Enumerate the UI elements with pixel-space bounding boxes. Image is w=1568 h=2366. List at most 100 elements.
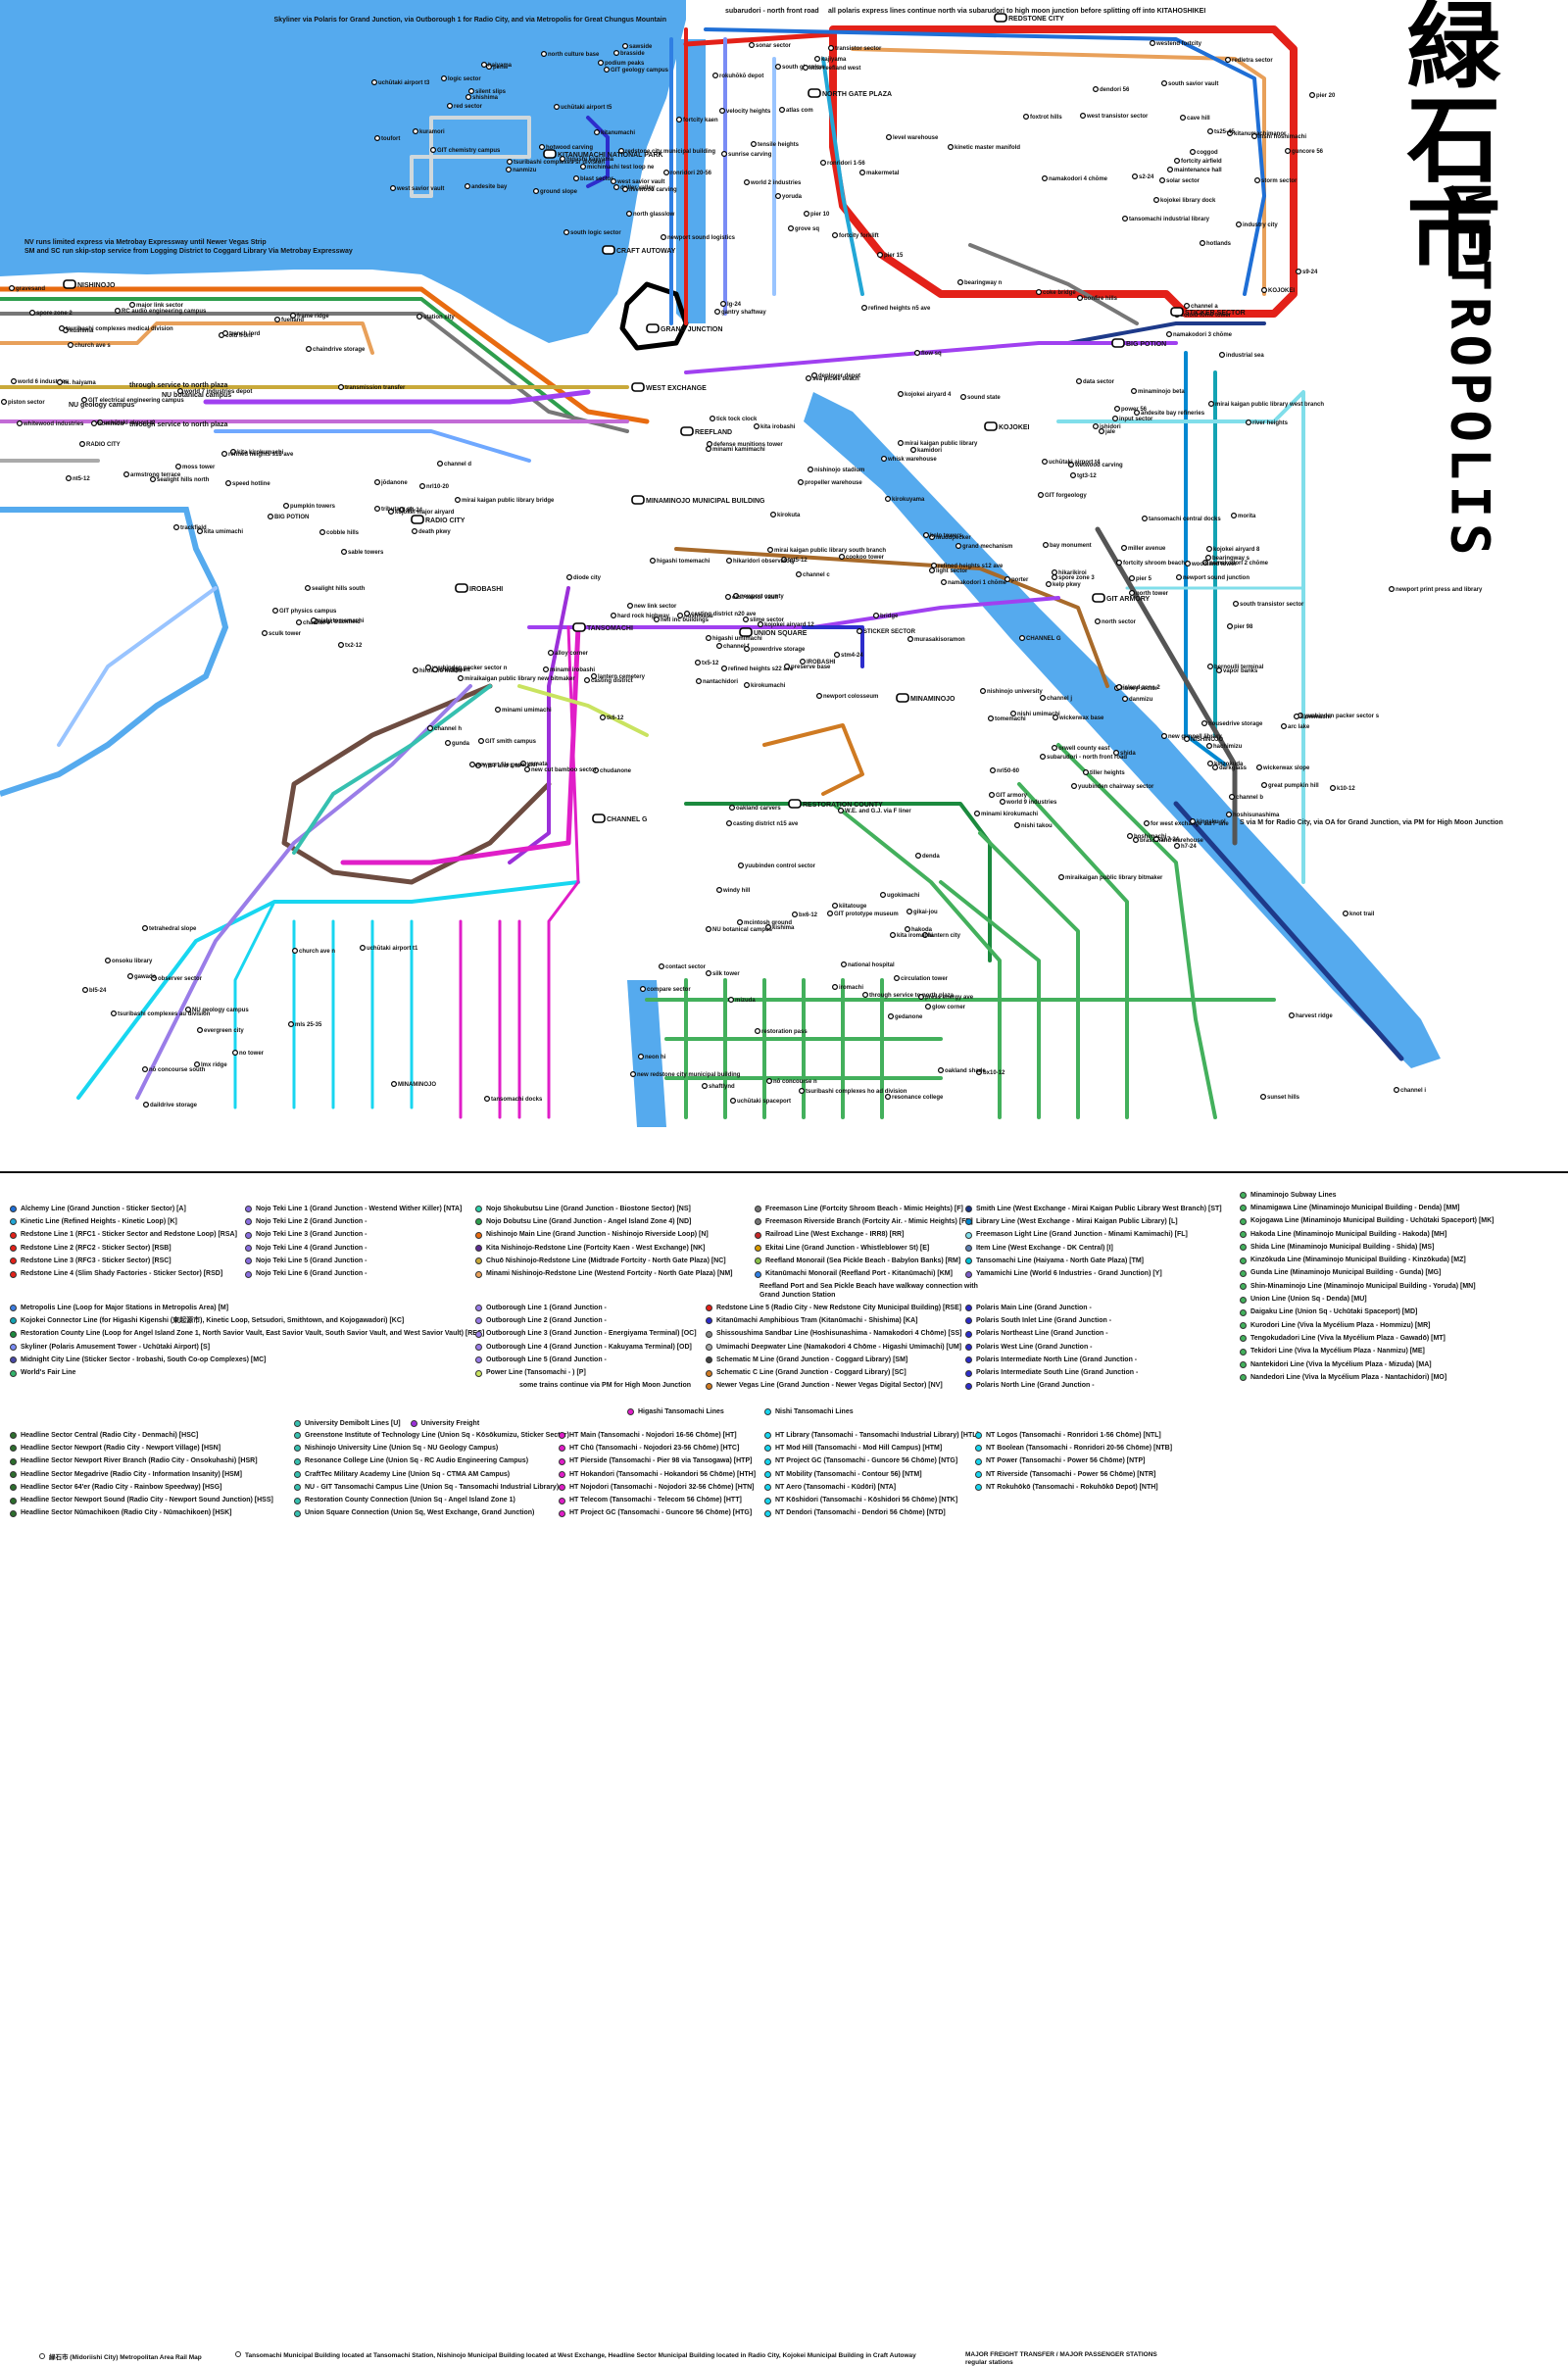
station-marker[interactable] [1013, 821, 1020, 828]
station-marker[interactable] [468, 87, 475, 94]
station-marker[interactable] [11, 378, 18, 385]
station-marker[interactable] [675, 116, 682, 123]
station-marker[interactable] [1207, 401, 1214, 408]
station-marker[interactable] [296, 618, 303, 625]
station-marker[interactable] [122, 471, 129, 478]
station-marker[interactable] [603, 66, 610, 73]
station-marker[interactable] [826, 910, 833, 916]
station-marker[interactable] [1284, 148, 1291, 155]
station-marker[interactable] [1092, 85, 1099, 92]
station-marker[interactable] [807, 467, 813, 473]
station-marker[interactable] [486, 63, 493, 70]
station-marker[interactable] [799, 658, 806, 665]
station-marker[interactable] [797, 479, 804, 486]
station-marker[interactable] [519, 760, 526, 766]
station-marker[interactable] [860, 305, 867, 312]
station-marker[interactable] [341, 548, 348, 555]
station-marker[interactable] [798, 1087, 805, 1094]
station-marker[interactable] [1132, 836, 1139, 843]
station-marker[interactable] [729, 1097, 736, 1104]
station-marker[interactable] [1206, 663, 1213, 669]
station-marker[interactable] [262, 629, 269, 636]
station-marker[interactable] [80, 397, 87, 404]
major-station-marker[interactable] [680, 426, 694, 436]
station-marker[interactable] [764, 923, 771, 930]
major-station-marker[interactable] [455, 583, 468, 593]
station-marker[interactable] [706, 441, 712, 448]
station-marker[interactable] [766, 546, 773, 553]
station-marker[interactable] [743, 645, 750, 652]
station-marker[interactable] [705, 634, 711, 641]
station-marker[interactable] [572, 175, 579, 182]
station-marker[interactable] [1152, 197, 1159, 204]
station-marker[interactable] [1232, 600, 1239, 607]
major-station-marker[interactable] [543, 149, 557, 159]
station-marker[interactable] [795, 570, 802, 577]
station-marker[interactable] [778, 106, 785, 113]
station-marker[interactable] [597, 59, 604, 66]
station-marker[interactable] [940, 578, 947, 585]
station-marker[interactable] [177, 388, 184, 395]
station-marker[interactable] [104, 957, 111, 963]
station-marker[interactable] [412, 527, 418, 534]
station-marker[interactable] [399, 506, 406, 513]
station-marker[interactable] [813, 55, 820, 62]
station-marker[interactable] [1260, 781, 1267, 788]
station-marker[interactable] [711, 72, 718, 78]
station-marker[interactable] [988, 791, 995, 798]
station-marker[interactable] [416, 314, 423, 320]
station-marker[interactable] [787, 225, 794, 232]
station-marker[interactable] [292, 947, 299, 954]
station-marker[interactable] [724, 593, 731, 600]
station-marker[interactable] [1184, 560, 1191, 567]
station-marker[interactable] [1113, 406, 1120, 413]
station-marker[interactable] [660, 234, 666, 241]
station-marker[interactable] [1092, 423, 1099, 430]
station-marker[interactable] [774, 63, 781, 70]
station-marker[interactable] [1160, 732, 1167, 739]
station-marker[interactable] [1189, 149, 1196, 156]
major-station-marker[interactable] [63, 279, 76, 289]
station-marker[interactable] [142, 924, 149, 931]
station-marker[interactable] [371, 78, 378, 85]
station-marker[interactable] [1051, 744, 1057, 751]
station-marker[interactable] [1133, 410, 1140, 417]
station-marker[interactable] [1128, 589, 1135, 596]
station-marker[interactable] [1067, 462, 1074, 468]
station-marker[interactable] [1173, 158, 1180, 165]
station-marker[interactable] [127, 972, 134, 979]
station-marker[interactable] [432, 665, 439, 672]
station-marker[interactable] [1228, 793, 1235, 800]
station-marker[interactable] [893, 974, 900, 981]
station-marker[interactable] [1018, 634, 1025, 641]
station-marker[interactable] [1094, 617, 1101, 624]
station-marker[interactable] [1166, 167, 1173, 173]
station-marker[interactable] [621, 186, 628, 193]
station-marker[interactable] [1041, 175, 1048, 182]
station-marker[interactable] [872, 612, 879, 618]
station-marker[interactable] [173, 523, 180, 530]
station-marker[interactable] [1057, 873, 1064, 880]
station-marker[interactable] [975, 1068, 982, 1075]
station-marker[interactable] [1218, 352, 1225, 359]
station-marker[interactable] [736, 918, 743, 925]
station-marker[interactable] [884, 496, 891, 503]
station-marker[interactable] [1165, 331, 1172, 338]
station-marker[interactable] [142, 1065, 149, 1072]
station-marker[interactable] [1204, 554, 1211, 561]
station-marker[interactable] [913, 350, 920, 357]
major-station-marker[interactable] [411, 515, 424, 524]
station-marker[interactable] [1126, 832, 1133, 839]
station-marker[interactable] [388, 508, 395, 515]
station-marker[interactable] [889, 931, 896, 938]
major-station-marker[interactable] [646, 323, 660, 333]
station-marker[interactable] [805, 375, 811, 382]
station-marker[interactable] [856, 627, 862, 634]
station-marker[interactable] [58, 325, 65, 332]
station-marker[interactable] [593, 129, 600, 136]
station-marker[interactable] [1076, 295, 1083, 302]
station-marker[interactable] [649, 557, 656, 564]
station-marker[interactable] [757, 620, 763, 627]
station-marker[interactable] [1295, 269, 1301, 275]
station-marker[interactable] [268, 513, 274, 519]
